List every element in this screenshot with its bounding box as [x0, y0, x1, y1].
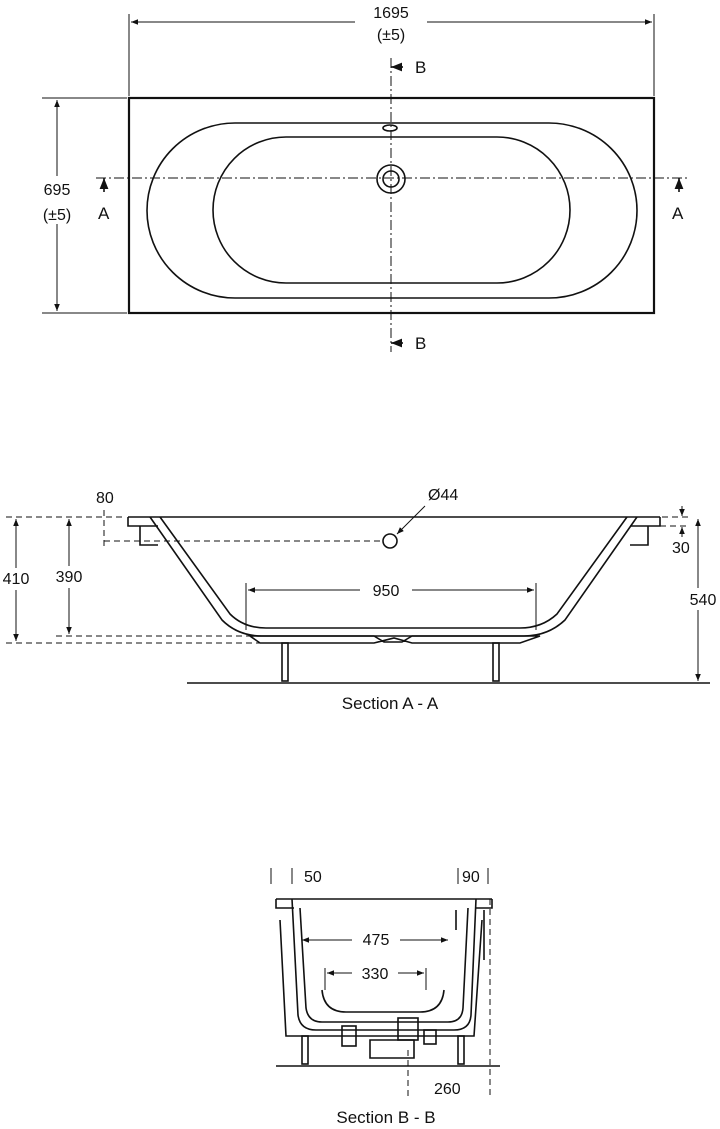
section-bb-shell-inner	[299, 907, 469, 1023]
section-aa-rim-width: 80	[96, 490, 114, 507]
section-bb-frame	[279, 919, 483, 1037]
section-aa-shell-outer	[149, 516, 638, 637]
section-bb-waste-pipe	[397, 1017, 419, 1041]
section-bb-bowl	[321, 989, 445, 1013]
section-aa-waste	[382, 533, 398, 549]
section-aa-rim-height: 30	[672, 540, 690, 557]
plan-length-value: 1695	[373, 5, 409, 22]
section-bb-trap-body	[369, 1039, 415, 1059]
section-bb-side-pipes	[455, 910, 485, 960]
section-bb-top-inner: 475	[363, 932, 390, 949]
section-aa-foot-left	[281, 642, 289, 682]
section-bb-foot-right	[457, 1035, 465, 1065]
plan-overflow	[382, 124, 398, 132]
section-bb-shell-outer	[291, 898, 477, 1031]
plan-view: B B A A 1695 (±5) 695 (±5)	[32, 4, 690, 353]
section-b-label-bottom: B	[415, 334, 426, 353]
section-bb-view: 50 90 475 330 260 Section B - B	[270, 868, 500, 1127]
section-aa-depth-inner: 390	[56, 569, 83, 586]
section-aa-waste-dia: Ø44	[428, 487, 458, 504]
section-aa-foot-right	[492, 642, 500, 682]
section-aa-rim-left	[127, 517, 158, 546]
section-bb-base-inner: 330	[362, 966, 389, 983]
section-bb-rim-left: 50	[304, 869, 322, 886]
section-bb-title: Section B - B	[336, 1108, 435, 1127]
section-aa-shell-inner	[159, 516, 628, 629]
section-bb-trap-left	[341, 1025, 357, 1047]
plan-width-value: 695	[44, 182, 71, 199]
section-bb-foot-left	[301, 1035, 309, 1065]
plan-width-tolerance: (±5)	[43, 207, 71, 224]
section-bb-overflow-pipe	[423, 1029, 437, 1045]
section-aa-waste-leader	[396, 505, 426, 535]
section-aa-base-length: 950	[373, 583, 400, 600]
section-aa-depth-total: 410	[3, 571, 30, 588]
section-aa-title: Section A - A	[342, 694, 439, 713]
section-aa-base-plate	[247, 635, 541, 644]
section-aa-overall-height: 540	[690, 592, 717, 609]
section-bb-rim-edges	[275, 899, 493, 909]
section-bb-rim-right: 90	[462, 869, 480, 886]
section-a-label-right: A	[672, 204, 684, 223]
section-b-label-top: B	[415, 58, 426, 77]
plan-outer-bowl	[146, 122, 638, 299]
section-aa-view: Ø44 80 410 390 950 30 540 Section A - A	[0, 487, 720, 713]
section-a-label-left: A	[98, 204, 110, 223]
plan-length-tolerance: (±5)	[377, 27, 405, 44]
section-bb-waste-offset: 260	[434, 1081, 461, 1098]
